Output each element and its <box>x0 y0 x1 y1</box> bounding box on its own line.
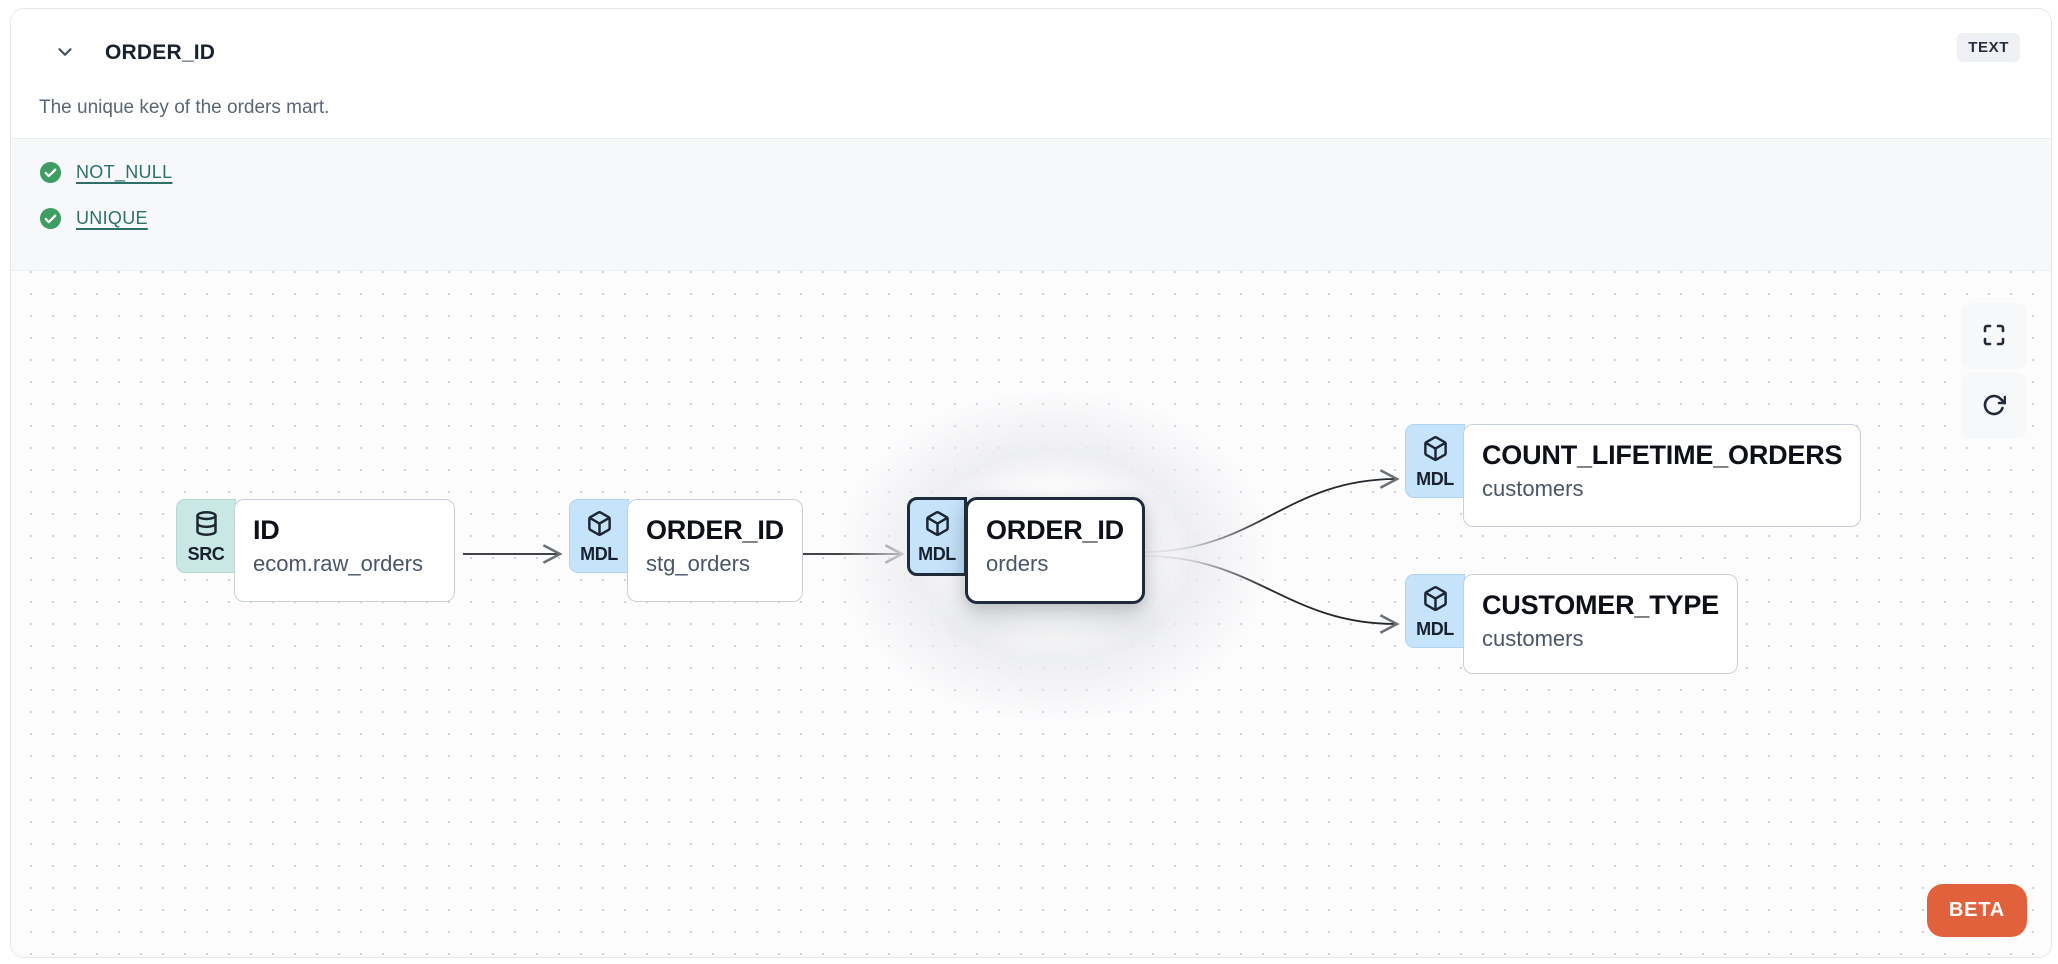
node-type-badge-mdl: MDL <box>907 497 967 576</box>
node-column-name: CUSTOMER_TYPE <box>1482 590 1719 620</box>
cube-icon <box>924 510 951 542</box>
test-row: NOT_NULL <box>39 159 2023 185</box>
node-model-name: customers <box>1482 476 1584 501</box>
refresh-icon <box>1982 393 2007 420</box>
column-type-badge: TEXT <box>1957 33 2020 62</box>
panel-header: ORDER_ID The unique key of the orders ma… <box>11 9 2051 138</box>
beta-badge: BETA <box>1926 884 2027 937</box>
node-badge-label: MDL <box>1416 618 1454 639</box>
check-circle-icon <box>39 207 62 230</box>
node-badge-label: MDL <box>580 543 618 564</box>
node-model-name: ecom.raw_orders <box>253 551 423 576</box>
column-description: The unique key of the orders mart. <box>39 97 330 118</box>
node-column-name: ID <box>253 515 280 545</box>
node-column-name: ORDER_ID <box>646 515 784 545</box>
cube-icon <box>1422 585 1449 617</box>
refresh-button[interactable] <box>1961 373 2027 439</box>
node-column-name: ORDER_ID <box>986 515 1124 545</box>
database-icon <box>193 510 220 542</box>
node-body: ID ecom.raw_orders <box>234 499 455 602</box>
fullscreen-button[interactable] <box>1961 303 2027 369</box>
test-link-unique[interactable]: UNIQUE <box>76 207 148 228</box>
node-type-badge-src: SRC <box>176 499 236 573</box>
node-model-name: orders <box>986 551 1049 576</box>
test-row: UNIQUE <box>39 205 2023 231</box>
check-circle-icon <box>39 161 62 184</box>
node-body: ORDER_ID stg_orders <box>627 499 803 602</box>
lineage-node-source[interactable]: SRC ID ecom.raw_orders <box>176 499 455 602</box>
node-badge-label: SRC <box>187 543 225 564</box>
node-type-badge-mdl: MDL <box>1405 424 1465 498</box>
node-body: ORDER_ID orders <box>965 497 1145 604</box>
cube-icon <box>586 510 613 542</box>
lineage-node-staging[interactable]: MDL ORDER_ID stg_orders <box>569 499 803 602</box>
column-title: ORDER_ID <box>105 41 216 64</box>
chevron-down-icon <box>54 41 76 66</box>
node-type-badge-mdl: MDL <box>569 499 629 573</box>
node-type-badge-mdl: MDL <box>1405 574 1465 648</box>
fullscreen-icon <box>1982 323 2006 350</box>
node-body: COUNT_LIFETIME_ORDERS customers <box>1463 424 1862 527</box>
node-badge-label: MDL <box>918 544 956 564</box>
canvas-controls <box>1961 303 2027 439</box>
node-body: CUSTOMER_TYPE customers <box>1463 574 1738 674</box>
lineage-node-customer-type[interactable]: MDL CUSTOMER_TYPE customers <box>1405 574 1738 674</box>
collapse-chevron-button[interactable] <box>51 39 79 67</box>
cube-icon <box>1422 435 1449 467</box>
lineage-edges <box>463 469 1400 634</box>
lineage-canvas[interactable]: SRC ID ecom.raw_orders MDL ORDER_ID stg_… <box>11 271 2051 957</box>
tests-section: NOT_NULL UNIQUE <box>11 138 2051 271</box>
node-model-name: customers <box>1482 626 1584 651</box>
lineage-node-count-lifetime-orders[interactable]: MDL COUNT_LIFETIME_ORDERS customers <box>1405 424 1862 527</box>
node-badge-label: MDL <box>1416 468 1454 489</box>
node-column-name: COUNT_LIFETIME_ORDERS <box>1482 440 1843 470</box>
lineage-node-mart-selected[interactable]: MDL ORDER_ID orders <box>907 497 1145 604</box>
node-model-name: stg_orders <box>646 551 750 576</box>
column-details-panel: ORDER_ID The unique key of the orders ma… <box>10 8 2052 958</box>
test-link-not-null[interactable]: NOT_NULL <box>76 161 173 182</box>
